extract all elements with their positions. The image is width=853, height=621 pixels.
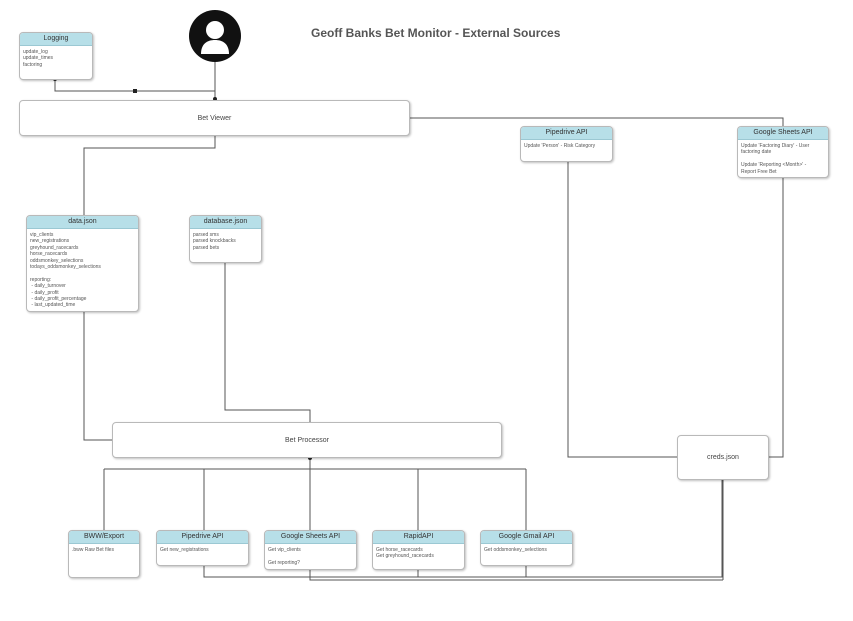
- pipedrive-api-bottom-node[interactable]: Pipedrive API Get new_registrations: [156, 530, 249, 566]
- node-body: Get new_registrations: [160, 547, 209, 553]
- user-silhouette-icon: [189, 10, 241, 62]
- node-body: Update 'Factoring Diary' - User factorin…: [741, 143, 810, 175]
- node-title: BWW/Export: [69, 531, 139, 544]
- diagram-title: Geoff Banks Bet Monitor - External Sourc…: [311, 26, 561, 40]
- google-sheets-api-bottom-node[interactable]: Google Sheets API Get vip_clients Get re…: [264, 530, 357, 570]
- bet-viewer-node[interactable]: Bet Viewer: [19, 100, 410, 136]
- pipedrive-api-top-node[interactable]: Pipedrive API Update 'Person' - Risk Cat…: [520, 126, 613, 162]
- node-title: Google Sheets API: [738, 127, 828, 140]
- node-title: RapidAPI: [373, 531, 464, 544]
- rapid-api-node[interactable]: RapidAPI Get horse_racecards Get greyhou…: [372, 530, 465, 570]
- node-body: vip_clients new_registrations greyhound_…: [30, 232, 101, 309]
- node-body: Get oddsmonkey_selections: [484, 547, 547, 553]
- database-json-node[interactable]: database.json parsed sms parsed knockbac…: [189, 215, 262, 263]
- creds-json-node[interactable]: creds.json: [677, 435, 769, 480]
- google-sheets-api-top-node[interactable]: Google Sheets API Update 'Factoring Diar…: [737, 126, 829, 178]
- logging-node[interactable]: Logging update_log update_times factorin…: [19, 32, 93, 80]
- bet-processor-node[interactable]: Bet Processor: [112, 422, 502, 458]
- node-title: database.json: [190, 216, 261, 229]
- node-title: Pipedrive API: [157, 531, 248, 544]
- node-body: Get vip_clients Get reporting?: [268, 547, 301, 566]
- node-body: update_log update_times factoring: [23, 49, 54, 68]
- node-title: Pipedrive API: [521, 127, 612, 140]
- node-title: data.json: [27, 216, 138, 229]
- node-body: .bww Raw Bet files: [72, 547, 114, 553]
- node-title: Logging: [20, 33, 92, 46]
- bww-export-node[interactable]: BWW/Export .bww Raw Bet files: [68, 530, 140, 578]
- google-gmail-api-node[interactable]: Google Gmail API Get oddsmonkey_selectio…: [480, 530, 573, 566]
- node-title: Google Sheets API: [265, 531, 356, 544]
- data-json-node[interactable]: data.json vip_clients new_registrations …: [26, 215, 139, 312]
- node-body: Update 'Person' - Risk Category: [524, 143, 596, 149]
- node-body: parsed sms parsed knockbacks parsed bets: [193, 232, 236, 251]
- node-body: Get horse_racecards Get greyhound_raceca…: [376, 547, 434, 560]
- node-title: Google Gmail API: [481, 531, 572, 544]
